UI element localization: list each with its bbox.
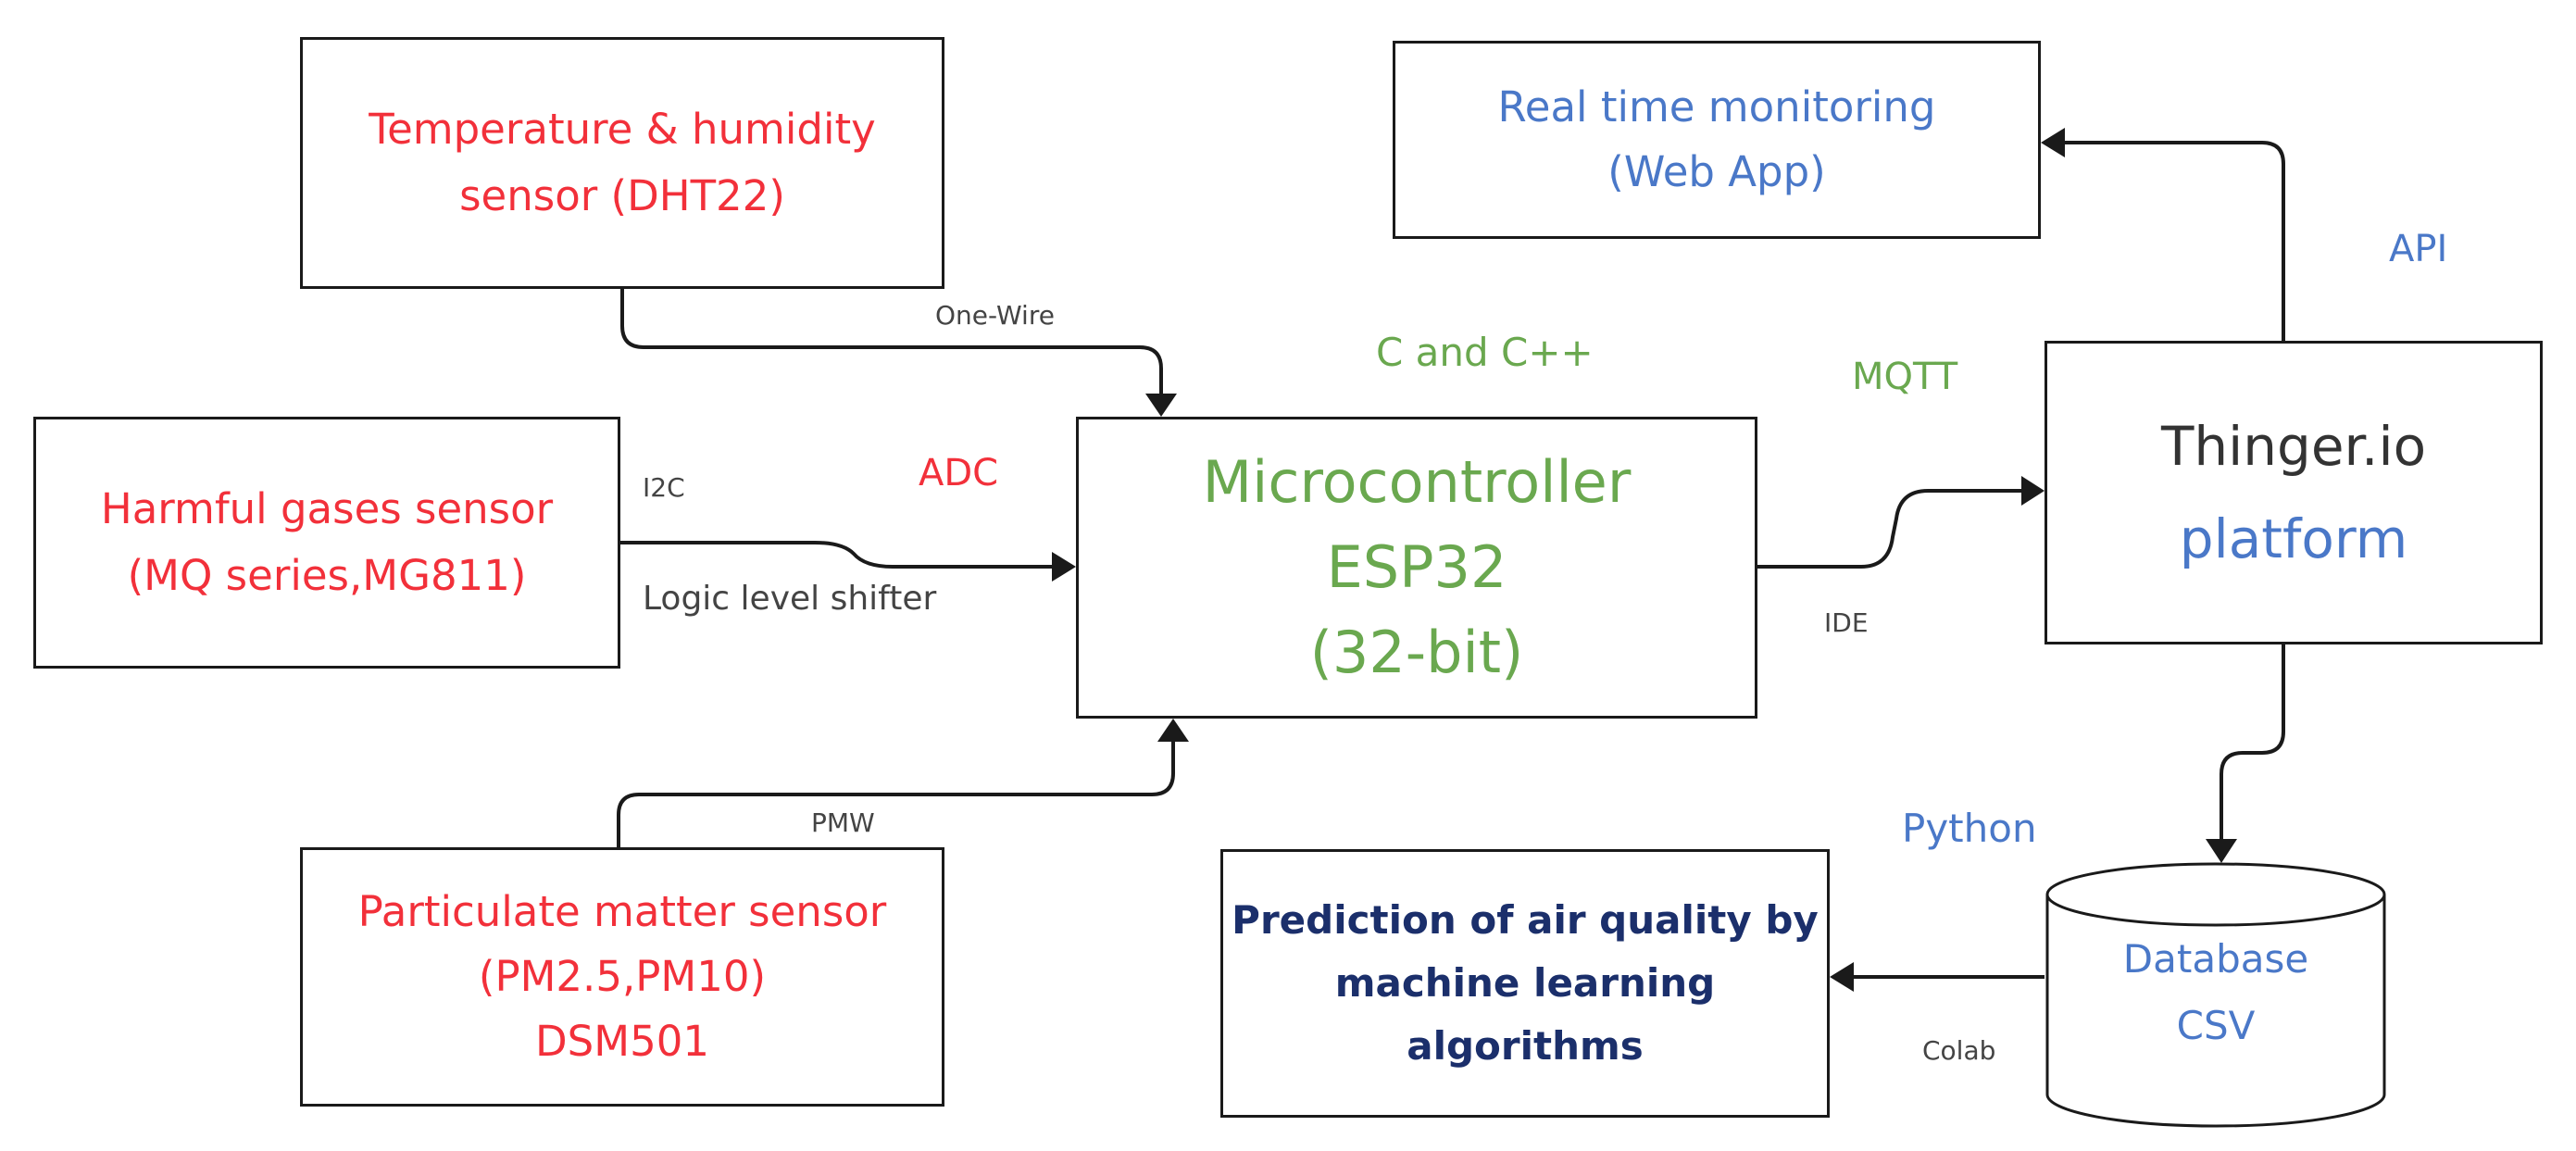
edge-pm-to-mcu [617, 736, 1175, 847]
arrowhead-right-mcu [1052, 552, 1076, 582]
pm-line-1: Particulate matter sensor [357, 887, 887, 936]
arrowhead-down-database [2206, 839, 2237, 863]
gas-line-1: Harmful gases sensor [100, 484, 554, 533]
database-line-2: CSV [2176, 1003, 2256, 1048]
thinger-line-2: platform [2179, 507, 2408, 570]
label-mqtt: MQTT [1852, 356, 1958, 398]
temperature-humidity-sensor-box: Temperature & humidity sensor (DHT22) [300, 37, 944, 289]
harmful-gases-sensor-box: Harmful gases sensor (MQ series,MG811) [33, 417, 620, 669]
mcu-line-2: ESP32 [1326, 533, 1507, 601]
web-app-monitoring-box: Real time monitoring (Web App) [1393, 41, 2041, 239]
label-logic-level-shifter: Logic level shifter [643, 580, 937, 618]
web-line-2: (Web App) [1607, 147, 1826, 196]
gas-line-2: (MQ series,MG811) [127, 551, 527, 600]
pm-line-2: (PM2.5,PM10) [478, 952, 767, 1001]
thinger-line-1: Thinger.io [2160, 415, 2427, 478]
arrowhead-down-mcu [1145, 394, 1177, 417]
pm-line-3: DSM501 [535, 1017, 709, 1066]
arrowhead-left-prediction [1830, 962, 1854, 992]
label-adc: ADC [919, 452, 999, 494]
arrowhead-right-thinger [2021, 476, 2045, 506]
label-i2c: I2C [643, 472, 685, 503]
web-line-1: Real time monitoring [1497, 82, 1936, 131]
dht-line-2: sensor (DHT22) [459, 171, 785, 220]
mcu-line-1: Microcontroller [1202, 448, 1632, 516]
label-c-and-cpp: C and C++ [1376, 330, 1594, 375]
label-api: API [2389, 228, 2448, 270]
edge-dht-to-mcu [620, 289, 1163, 398]
database-cylinder [2045, 862, 2386, 1128]
edge-thinger-to-web [2059, 141, 2285, 341]
arrowhead-up-mcu [1157, 719, 1189, 742]
database-line-1: Database [2122, 936, 2309, 982]
arrowheads [1052, 128, 2237, 992]
edge-thinger-to-database [2220, 644, 2285, 844]
edge-mcu-to-thinger [1757, 489, 2026, 569]
label-one-wire: One-Wire [935, 300, 1055, 331]
database-label: Database CSV [2045, 926, 2387, 1059]
label-pmw: PMW [811, 807, 875, 838]
dht-line-1: Temperature & humidity [369, 105, 876, 154]
arrowhead-left-web [2041, 128, 2065, 157]
thinger-platform-box: Thinger.io platform [2045, 341, 2543, 644]
prediction-line-2: machine learning [1334, 960, 1716, 1006]
label-colab: Colab [1922, 1035, 1996, 1066]
label-ide: IDE [1824, 607, 1869, 638]
microcontroller-box: Microcontroller ESP32 (32-bit) [1076, 417, 1757, 719]
particulate-matter-sensor-box: Particulate matter sensor (PM2.5,PM10) D… [300, 847, 944, 1107]
mcu-line-3: (32-bit) [1309, 619, 1524, 686]
edge-gas-to-mcu [620, 541, 1056, 569]
air-quality-prediction-box: Prediction of air quality by machine lea… [1220, 849, 1830, 1118]
prediction-line-1: Prediction of air quality by [1232, 897, 1819, 943]
prediction-line-3: algorithms [1407, 1023, 1644, 1069]
label-python: Python [1902, 806, 2037, 851]
